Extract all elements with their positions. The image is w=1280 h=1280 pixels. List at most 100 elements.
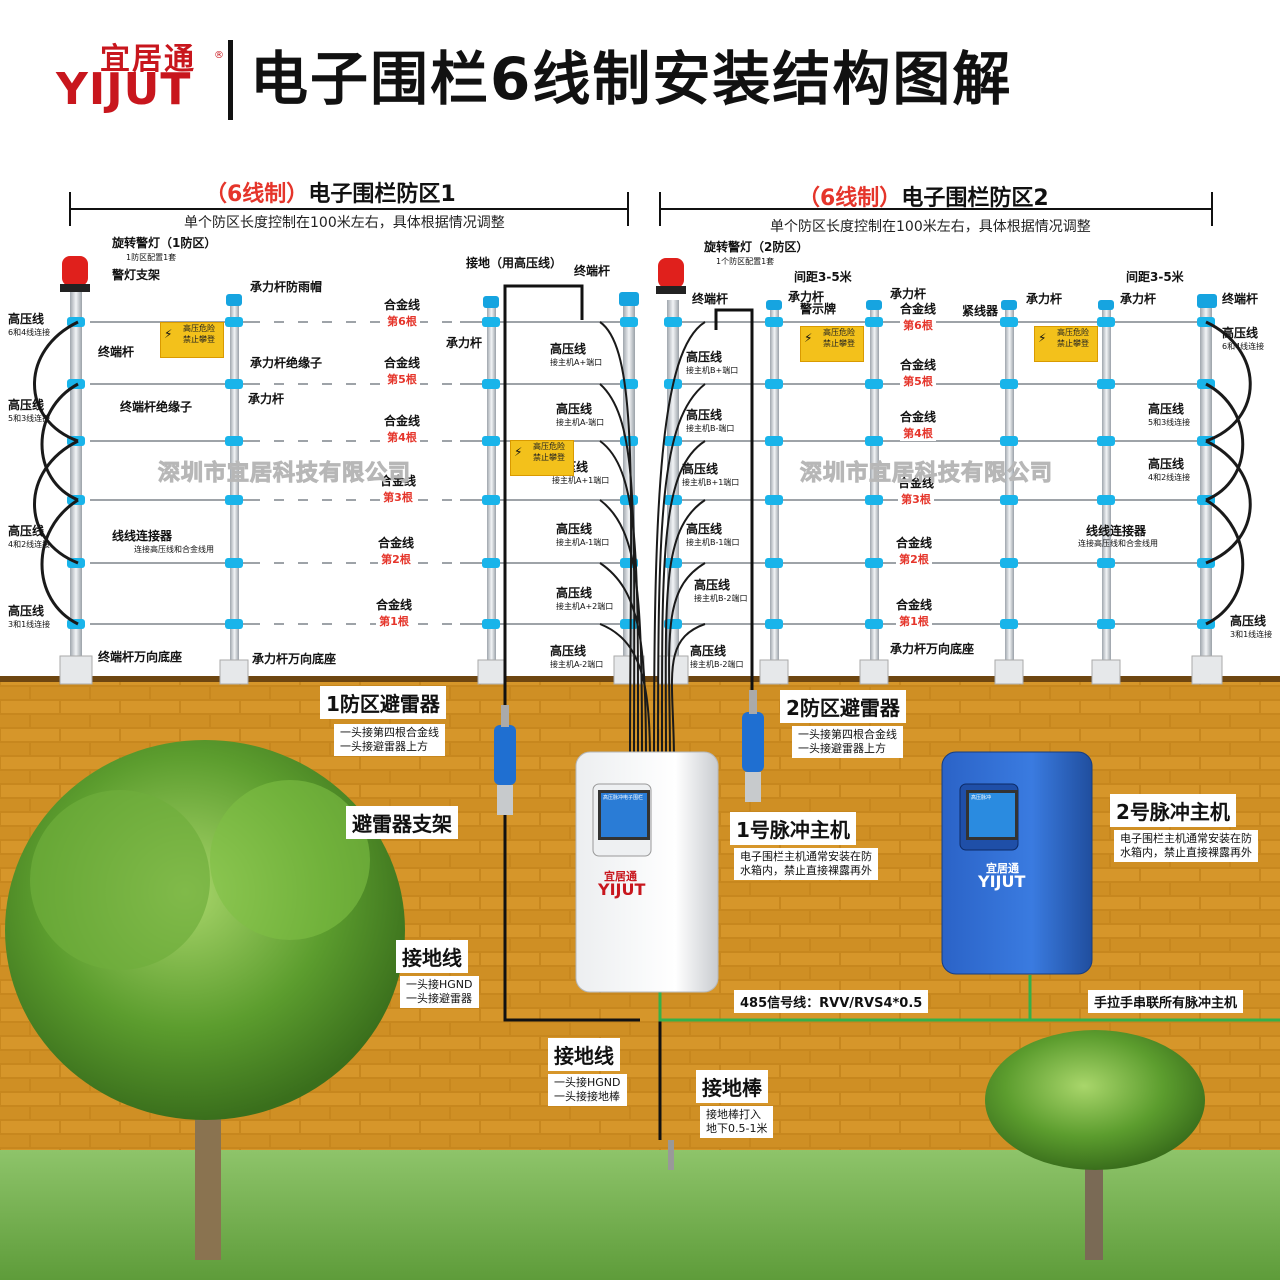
zone2-bearing-1: 承力杆 (788, 290, 825, 304)
zone2-alloy-6: 合金线 第6根 (900, 300, 937, 333)
desc-line: 一头接避雷器 (406, 992, 472, 1005)
hv-note: 4和2线连接 (8, 540, 51, 549)
zone2-wire-connector-note: 连接高压线和合金线用 (1078, 539, 1158, 548)
zone1-strobe-note: 1防区配置1套 (126, 253, 177, 262)
desc-line: 电子围栏主机通常安装在防 (740, 850, 872, 863)
zone1-alloy-2: 合金线 第2根 (378, 534, 415, 567)
zone2-bearing-4: 承力杆 (1120, 292, 1157, 306)
insulator (225, 317, 243, 327)
host1-title: 1号脉冲主机 (736, 818, 850, 842)
insulator (1000, 379, 1018, 389)
sign-line: 高压危险 (533, 442, 565, 451)
daisy-chain-label: 手拉手串联所有脉冲主机 (1088, 990, 1244, 1013)
alloy-number: 第4根 (384, 429, 421, 445)
zone1-strobe-label: 旋转警灯（1防区） (112, 236, 217, 250)
desc-line: 一头接第四根合金线 (798, 728, 897, 741)
sign-line: 禁止攀登 (533, 453, 565, 462)
zone2-strobe-label: 旋转警灯（2防区） (704, 240, 809, 254)
hv-name: 高压线 (1230, 614, 1267, 628)
ground-rod-title: 接地棒 (702, 1076, 762, 1100)
watermark-zone2: 深圳市宜居科技有限公司 (799, 461, 1054, 487)
zone2-warning-sign: 警示牌 (800, 302, 837, 316)
insulator (482, 495, 500, 505)
hv-name: 高压线 (1222, 326, 1259, 340)
insulator (865, 619, 883, 629)
zone2-bearing-3: 承力杆 (1026, 292, 1063, 306)
ground-wire1-desc: 一头接HGND 一头接避雷器 (400, 976, 479, 1008)
alloy-number: 第1根 (376, 613, 413, 629)
insulator (1097, 317, 1115, 327)
logo-english: YIJUT (56, 64, 192, 115)
host2-title: 2号脉冲主机 (1116, 800, 1230, 824)
host2-desc: 电子围栏主机通常安装在防 水箱内，禁止直接裸露再外 (1114, 830, 1258, 862)
host2-brand-cn: 宜居通 (986, 862, 1019, 875)
zone1-hv-left-3: 高压线 4和2线连接 (8, 522, 50, 550)
zone2-end-pole-right: 终端杆 (1222, 292, 1259, 306)
zone1-wire-connector: 线线连接器 (112, 529, 173, 543)
insulator (865, 379, 883, 389)
insulator (765, 379, 783, 389)
arrester2-title: 2防区避雷器 (786, 696, 900, 720)
desc-line: 一头接HGND (406, 978, 473, 991)
zone2-alloy-1: 合金线 第1根 (896, 596, 933, 629)
zone2-tensioner: 紧线器 (962, 304, 999, 318)
insulator (482, 436, 500, 446)
hv-name: 高压线 (556, 522, 593, 536)
alloy-name: 合金线 (376, 598, 413, 612)
host2-screen: 高压脉冲 (966, 790, 1018, 840)
hv-note: 5和3线连接 (8, 414, 51, 423)
alloy-number: 第6根 (384, 313, 421, 329)
alloy-name: 合金线 (384, 298, 421, 312)
ground-rod-callout: 接地棒 (696, 1070, 768, 1103)
alloy-name: 合金线 (900, 302, 937, 316)
host1-desc: 电子围栏主机通常安装在防 水箱内，禁止直接裸露再外 (734, 848, 878, 880)
sign-line: 禁止攀登 (183, 335, 215, 344)
zone1-bearing-pole: 承力杆 (248, 392, 285, 406)
insulator (765, 317, 783, 327)
hv-note: 3和1线连接 (1230, 630, 1273, 639)
insulator (765, 558, 783, 568)
hv-name: 高压线 (690, 644, 727, 658)
arrester1-desc: 一头接第四根合金线 一头接避雷器上方 (334, 724, 445, 756)
zone2-spacing-1: 间距3-5米 (794, 270, 852, 284)
zone1-terminal-base: 终端杆万向底座 (98, 650, 183, 664)
insulator (1000, 436, 1018, 446)
signal-line-label: 485信号线：RVV/RVS4*0.5 (734, 990, 929, 1013)
hv-name: 高压线 (686, 408, 723, 422)
zone1-hv-right-5: 高压线 接主机A+2端口 (556, 584, 613, 612)
zone1-bearing-cap: 承力杆防雨帽 (250, 280, 323, 294)
zone2-bearing-2: 承力杆 (890, 287, 927, 301)
hv-note: 6和4线连接 (8, 328, 51, 337)
arrester-bracket-title: 避雷器支架 (352, 812, 452, 836)
zone1-title: （6线制）电子围栏防区1 (205, 176, 456, 208)
logo-registered-mark: ® (214, 50, 224, 61)
hv-name: 高压线 (694, 578, 731, 592)
alloy-number: 第3根 (380, 489, 417, 505)
arrester2-desc: 一头接第四根合金线 一头接避雷器上方 (792, 726, 903, 758)
hv-name: 高压线 (686, 522, 723, 536)
desc-line: 电子围栏主机通常安装在防 (1120, 832, 1252, 845)
arrester1-callout: 1防区避雷器 (320, 686, 446, 719)
desc-line: 一头接避雷器上方 (340, 740, 428, 753)
desc-line: 水箱内，禁止直接裸露再外 (1120, 846, 1252, 859)
zone1-wire-connector-note: 连接高压线和合金线用 (134, 545, 214, 554)
zone1-hv-right-4: 高压线 接主机A-1端口 (556, 520, 609, 548)
arrester-bracket-callout: 避雷器支架 (346, 806, 458, 839)
logo-chinese: 宜居通 (100, 42, 196, 77)
desc-line: 一头接HGND (554, 1076, 621, 1089)
alloy-name: 合金线 (900, 410, 937, 424)
zone2-bearing-base: 承力杆万向底座 (890, 642, 975, 656)
insulator (865, 495, 883, 505)
ground-wire2-desc: 一头接HGND 一头接接地棒 (548, 1074, 627, 1106)
zone2-spacing-2: 间距3-5米 (1126, 270, 1184, 284)
hv-name: 高压线 (8, 312, 45, 326)
hv-note: 接主机B-2端口 (690, 660, 744, 669)
insulator (1097, 558, 1115, 568)
zone1-ground-label: 接地（用高压线） (466, 256, 563, 270)
insulator (1000, 495, 1018, 505)
hv-note: 接主机A+2端口 (556, 602, 614, 611)
zone2-hv-right-3: 高压线 4和2线连接 (1148, 455, 1190, 483)
desc-line: 一头接第四根合金线 (340, 726, 439, 739)
